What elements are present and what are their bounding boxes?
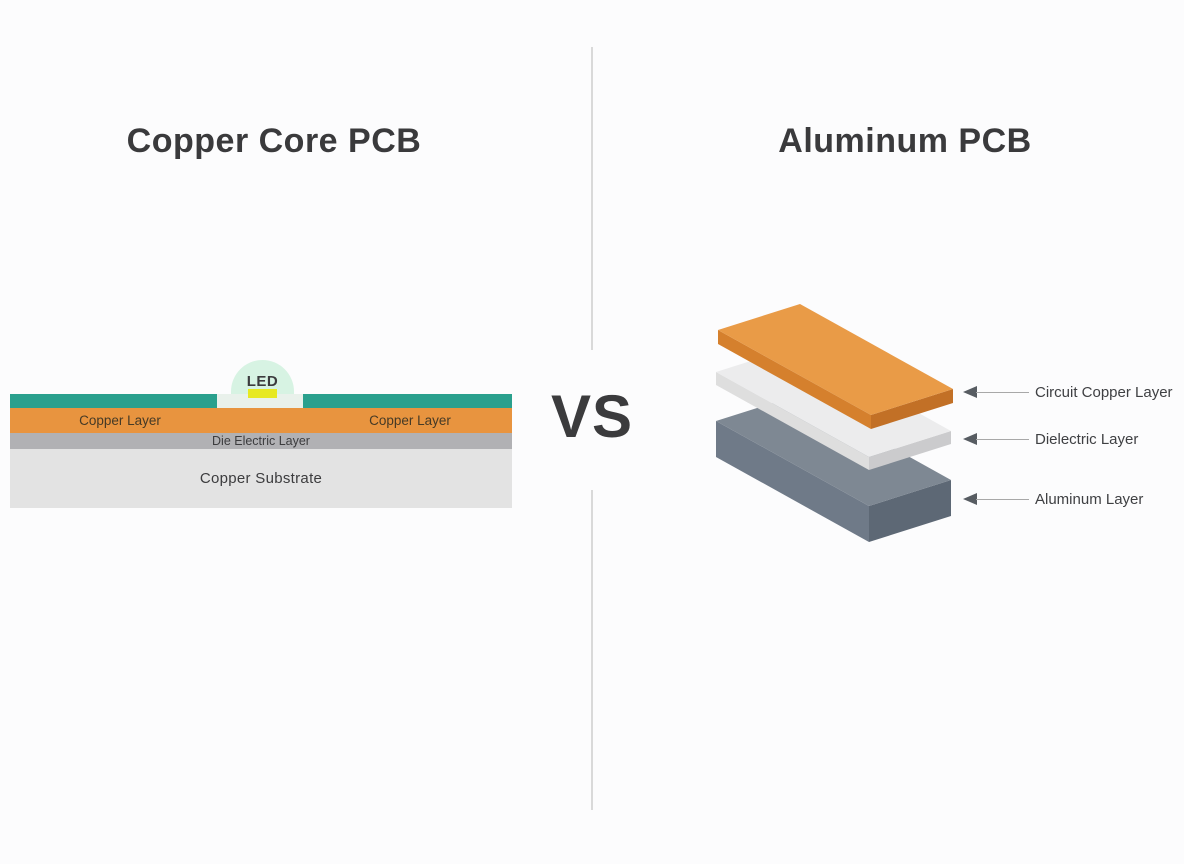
arrow-line xyxy=(976,498,1029,500)
solder-mask-layer-left-segment xyxy=(10,394,217,408)
aluminum-pcb-title: Aluminum PCB xyxy=(778,122,1032,160)
copper-layer-bar xyxy=(10,408,512,433)
divider-line-top xyxy=(591,47,593,350)
arrow-line xyxy=(976,391,1029,393)
left-arrow-icon xyxy=(963,433,977,445)
aluminum-layer-label: Aluminum Layer xyxy=(1035,491,1144,508)
dielectric-layer-bar xyxy=(10,433,512,449)
led-label: LED xyxy=(246,373,279,390)
circuit-copper-slab xyxy=(718,304,953,429)
copper-core-pcb-title: Copper Core PCB xyxy=(126,122,422,160)
aluminum-pcb-exploded-view xyxy=(716,304,953,542)
vs-label: VS xyxy=(550,383,634,450)
copper-substrate-bar: Copper Substrate xyxy=(10,449,512,508)
copper-layer-label-right: Copper Layer xyxy=(369,413,451,428)
led-chip-yellow-bar xyxy=(248,389,277,398)
copper-layer-label-left: Copper Layer xyxy=(79,413,161,428)
dielectric-layer-label-right: Dielectric Layer xyxy=(1035,431,1139,448)
dielectric-layer-label: Die Electric Layer xyxy=(212,434,310,448)
left-arrow-icon xyxy=(963,386,977,398)
copper-core-cross-section-diagram: Copper Substrate LED Copper Layer Copper… xyxy=(10,355,512,510)
led-pad-strip xyxy=(217,394,303,408)
divider-line-bottom xyxy=(591,490,593,810)
arrow-line xyxy=(976,438,1029,440)
solder-mask-layer-right-segment xyxy=(303,394,512,408)
left-arrow-icon xyxy=(963,493,977,505)
aluminum-slab xyxy=(716,395,951,542)
copper-substrate-label: Copper Substrate xyxy=(199,470,323,487)
circuit-copper-layer-label: Circuit Copper Layer xyxy=(1035,384,1173,401)
